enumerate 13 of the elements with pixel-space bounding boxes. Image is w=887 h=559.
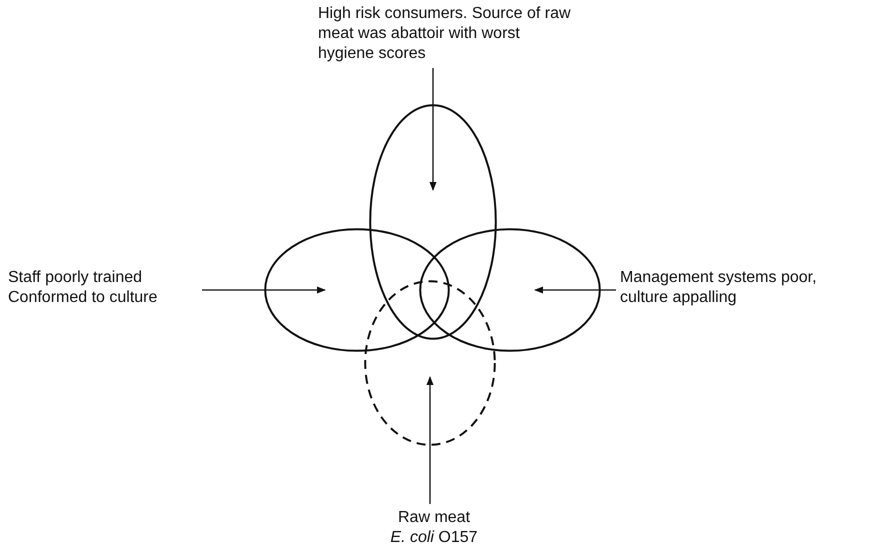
ellipse-outline (264, 228, 450, 352)
arrow (429, 68, 437, 191)
arrow (202, 286, 326, 294)
annotation-text: Management systems poor, culture appalling (620, 268, 850, 308)
annotation-text: Conformed to culture (8, 288, 158, 308)
annotation-text: E. coli O157 (389, 528, 479, 548)
ellipse-outline (419, 228, 601, 352)
annotation-text: Staff poorly trained (8, 268, 144, 288)
ellipse-outline (369, 104, 497, 340)
annotation-text: High risk consumers. Source of raw meat was abattoir with worst hygiene scores (318, 4, 580, 64)
arrow (426, 376, 434, 504)
annotation-text: Raw meat (396, 508, 472, 528)
dashed-ellipse (364, 280, 496, 446)
